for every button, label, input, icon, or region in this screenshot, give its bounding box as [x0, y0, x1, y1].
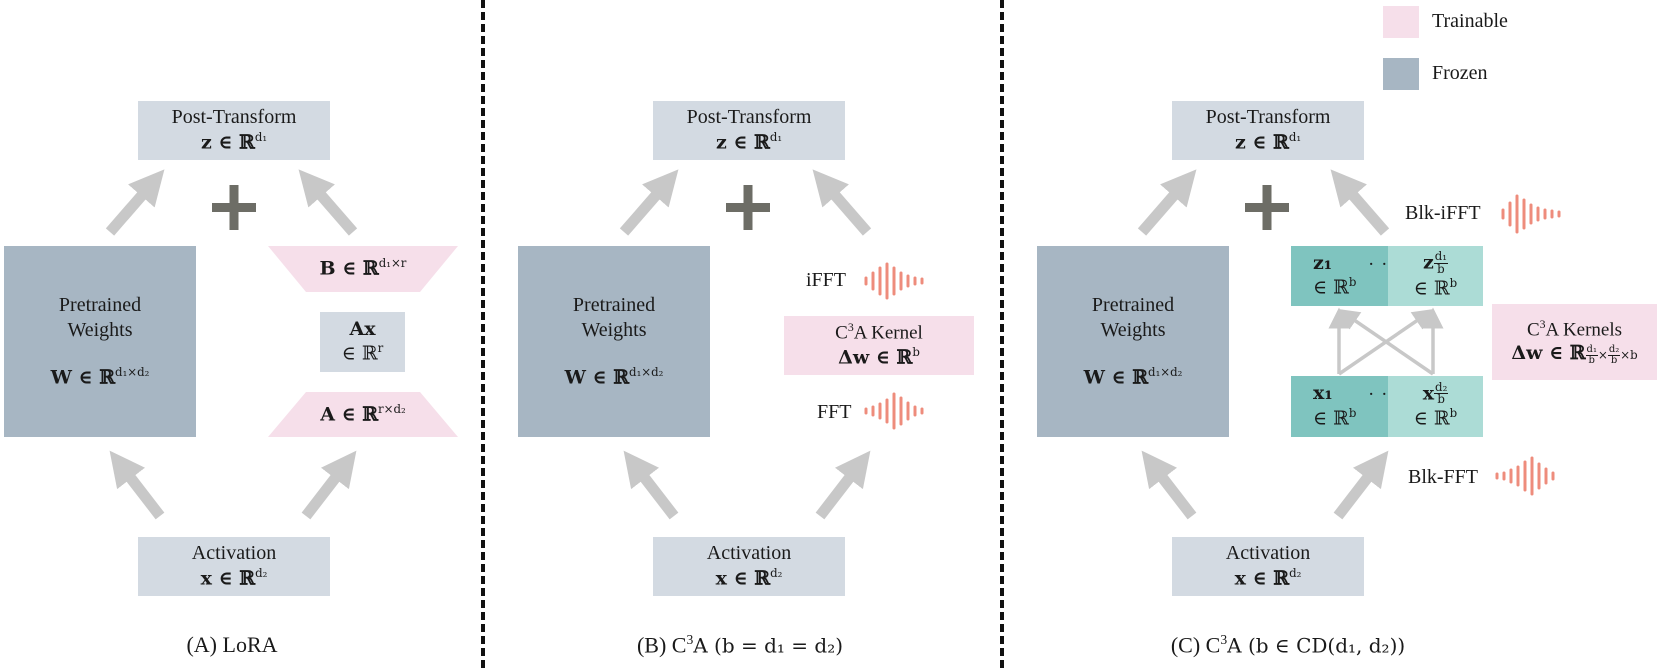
c3a-kernel-title: C3A Kernel [835, 320, 923, 344]
c3a-kernel-box: C3A Kernel Δw ∈ ℝb [784, 316, 974, 375]
wave-icon-blk-ifft [1501, 194, 1561, 234]
panel-divider [1000, 0, 1004, 668]
post-transform-title: Post-Transform [1205, 106, 1331, 129]
weights-label-line1: Pretrained [1091, 293, 1175, 316]
legend-label-trainable: Trainable [1432, 10, 1508, 32]
caption-c3a-block: (C) C3A (b ∈ CD(d₁, d₂)) [1170, 632, 1406, 658]
x1-domain: ∈ ℝb [1313, 405, 1357, 430]
pretrained-weights-box: Pretrained Weights W ∈ ℝd₁×d₂ [518, 246, 710, 437]
arrow-weights-to-post [619, 169, 679, 236]
plus-sign-v [743, 185, 753, 230]
zn-domain: ∈ ℝb [1413, 275, 1458, 300]
wave-icon-fft [864, 392, 924, 430]
weights-math: W ∈ ℝd₁×d₂ [1083, 364, 1183, 389]
arrow-act-to-blocks [1333, 450, 1389, 520]
arrow-ifft-to-post [812, 169, 872, 236]
weights-math: W ∈ ℝd₁×d₂ [564, 364, 664, 389]
arrow-act-to-weights [1141, 450, 1197, 520]
matrix-a-trapezoid [268, 392, 458, 437]
weights-math: W ∈ ℝd₁×d₂ [50, 364, 150, 389]
ax-domain: ∈ ℝr [341, 341, 384, 365]
weights-label-line1: Pretrained [58, 293, 142, 316]
post-transform-math: z ∈ ℝd₁ [1234, 130, 1302, 154]
fft-label: FFT [817, 401, 852, 423]
c3a-kernel-math: Δw ∈ ℝb [838, 345, 920, 369]
weights-label-line2: Weights [1100, 318, 1166, 341]
activation-box: Activation x ∈ ℝd₂ [1172, 537, 1364, 596]
post-transform-title: Post-Transform [171, 106, 297, 129]
legend-label-frozen: Frozen [1432, 62, 1488, 84]
post-transform-math: z ∈ ℝd₁ [715, 130, 783, 154]
plus-sign-v [229, 185, 239, 230]
xn-domain: ∈ ℝb [1413, 406, 1458, 430]
wave-icon-blk-fft [1495, 456, 1555, 496]
activation-math: x ∈ ℝd₂ [200, 566, 268, 590]
arrow-weights-to-post [105, 169, 165, 236]
post-transform-box: Post-Transform z ∈ ℝd₁ [1172, 101, 1364, 160]
post-transform-box: Post-Transform z ∈ ℝd₁ [138, 101, 330, 160]
legend-swatch-trainable [1383, 6, 1419, 38]
activation-math: x ∈ ℝd₂ [715, 566, 783, 590]
weights-label-line2: Weights [67, 318, 133, 341]
z1-var: z₁ [1313, 251, 1333, 274]
plus-sign-v [1262, 185, 1272, 230]
activation-math: x ∈ ℝd₂ [1234, 566, 1302, 590]
matrix-b-trapezoid [268, 246, 458, 292]
caption-c3a-full: (B) C3A (b = d₁ = d₂) [636, 632, 844, 658]
matrix-b-label: B ∈ ℝd₁×r [319, 256, 407, 280]
post-transform-title: Post-Transform [686, 106, 812, 129]
pretrained-weights-box: Pretrained Weights W ∈ ℝd₁×d₂ [4, 246, 196, 437]
activation-title: Activation [1225, 542, 1311, 565]
wave-icon-ifft [864, 262, 924, 300]
ifft-label: iFFT [806, 269, 847, 291]
c3a-kernels-title: C3A Kernels [1526, 318, 1623, 341]
activation-title: Activation [706, 542, 792, 565]
arrow-act-to-weights [109, 450, 165, 520]
activation-title: Activation [191, 542, 277, 565]
x1-var: x₁ [1313, 382, 1333, 405]
z1-domain: ∈ ℝb [1313, 275, 1357, 299]
arrow-act-to-fft [815, 450, 871, 520]
blk-fft-label: Blk-FFT [1408, 466, 1479, 488]
pretrained-weights-box: Pretrained Weights W ∈ ℝd₁×d₂ [1037, 246, 1229, 437]
arrow-weights-to-post [1137, 169, 1197, 236]
block-connections [1328, 307, 1444, 376]
post-transform-math: z ∈ ℝd₁ [200, 130, 268, 154]
z1-block: z₁ ∈ ℝb [1291, 246, 1388, 306]
arrow-act-to-a [301, 450, 357, 520]
ax-label: Ax [349, 317, 376, 340]
activation-box: Activation x ∈ ℝd₂ [138, 537, 330, 596]
blk-ifft-label: Blk-iFFT [1405, 202, 1481, 224]
post-transform-box: Post-Transform z ∈ ℝd₁ [653, 101, 845, 160]
caption-lora: (A) LoRA [186, 632, 278, 657]
activation-box: Activation x ∈ ℝd₂ [653, 537, 845, 596]
legend-swatch-frozen [1383, 58, 1419, 90]
ax-box: Ax ∈ ℝr [320, 312, 405, 372]
x1-block: x₁ ∈ ℝb [1291, 376, 1388, 437]
weights-label-line2: Weights [581, 318, 647, 341]
panel-divider [481, 0, 485, 668]
weights-label-line1: Pretrained [572, 293, 656, 316]
arrow-b-to-post [298, 169, 358, 236]
arrow-blocks-to-post [1330, 169, 1390, 236]
arrow-act-to-weights [623, 450, 679, 520]
matrix-a-label: A ∈ ℝr×d₂ [320, 401, 406, 426]
